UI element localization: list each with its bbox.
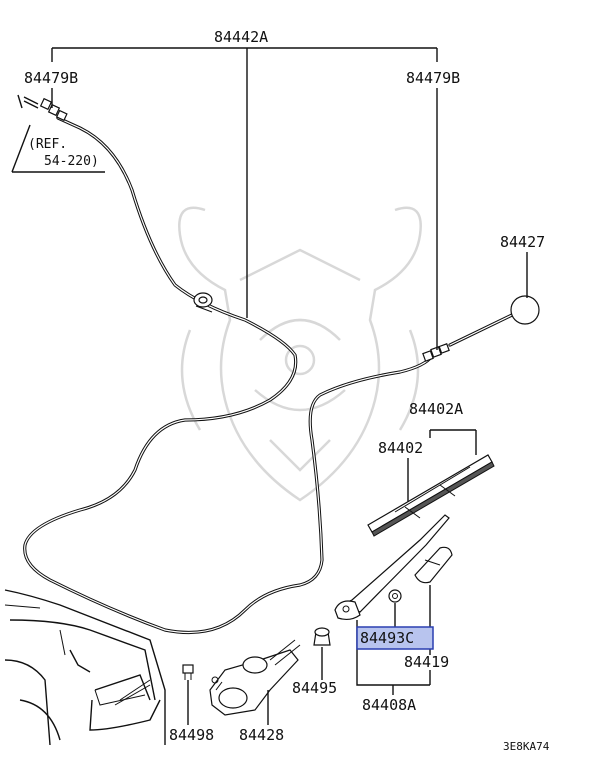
clip (182, 664, 194, 680)
diagram-code: 3E8KA74 (503, 740, 550, 753)
ref-text-line1: (REF. (28, 137, 67, 152)
leader-lines (51, 47, 528, 725)
washer-nozzle (448, 295, 540, 347)
label-84427[interactable]: 84427 (500, 233, 545, 251)
reference-note: (REF. 54-220) (11, 124, 105, 173)
label-84402a[interactable]: 84402A (409, 400, 463, 418)
hose-joint-left (39, 97, 68, 122)
label-84479b-right[interactable]: 84479B (406, 69, 460, 87)
arm-cap (414, 546, 453, 584)
wiper-blade (367, 454, 495, 537)
washer-hose (23, 116, 434, 635)
vehicle-illustration (4, 589, 166, 746)
hose-grommet (193, 292, 213, 313)
label-84428[interactable]: 84428 (239, 726, 284, 744)
label-84408a[interactable]: 84408A (362, 696, 416, 714)
label-84419[interactable]: 84419 (404, 653, 449, 671)
ref-text-line2: 54-220) (44, 154, 99, 169)
arm-nut (388, 589, 402, 603)
highlight-box (356, 626, 434, 650)
motor-grommet (313, 627, 331, 646)
label-84495[interactable]: 84495 (292, 679, 337, 697)
label-84498[interactable]: 84498 (169, 726, 214, 744)
hose-cut-symbol (17, 94, 39, 109)
wiper-motor (209, 639, 301, 716)
label-84493c[interactable]: 84493C (360, 629, 414, 647)
hose-joint-right (422, 343, 450, 362)
label-84479b-left[interactable]: 84479B (24, 69, 78, 87)
wiper-arm (334, 514, 450, 621)
label-84442a[interactable]: 84442A (214, 28, 268, 46)
label-84402[interactable]: 84402 (378, 439, 423, 457)
